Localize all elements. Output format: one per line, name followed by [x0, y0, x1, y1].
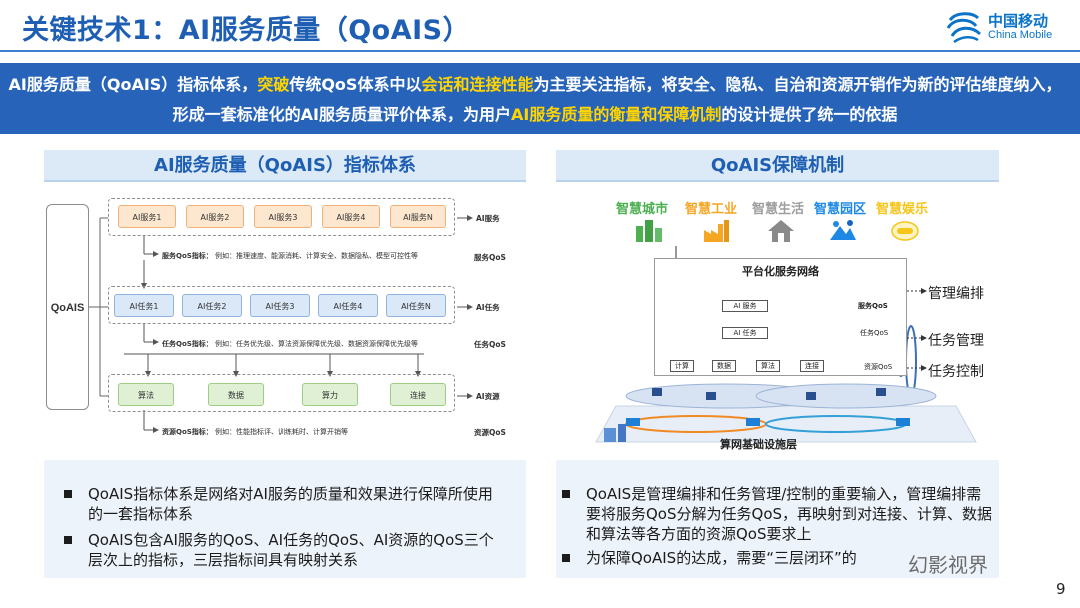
banner-text-3: 为主要关注指标，将安全、隐私、自治和资源开销作为新的评估维度纳入，形成一套标准化… [172, 75, 1062, 124]
qoais-root-box: QoAIS [46, 204, 89, 410]
left-bullet-2-text: QoAIS包含AI服务的QoS、AI任务的QoS、AI资源的QoS三个层次上的指… [88, 531, 494, 569]
logo-english-text: China Mobile [988, 29, 1053, 41]
diagram-connectors [89, 215, 473, 433]
resource-algorithm-box: 算法 [756, 360, 780, 372]
infrastructure-layer-title: 算网基础设施层 [720, 438, 797, 451]
scene-smart-life: 智慧生活 [752, 198, 804, 217]
banner-highlight-1: 突破 [257, 75, 290, 94]
scene-smart-entertainment: 智慧娱乐 [876, 198, 928, 217]
watermark-text: 幻影视界 [908, 553, 988, 577]
summary-banner: AI服务质量（QoAIS）指标体系，突破传统QoS体系中以会话和连接性能为主要关… [0, 63, 1080, 134]
page-number: 9 [1056, 580, 1066, 598]
right-bullet-1: QoAIS是管理编排和任务管理/控制的重要输入，管理编排需要将服务QoS分解为任… [562, 484, 992, 544]
vr-headset-icon [891, 221, 919, 241]
platform-title: 平台化服务网络 [742, 265, 819, 278]
resource-algorithm: 算法 [118, 383, 174, 406]
resource-qos-title: 资源QoS指标： [162, 428, 213, 436]
ai-resource-label: AI资源 [476, 392, 500, 401]
china-mobile-logo-icon [946, 12, 982, 44]
right-bullet-2: 为保障QoAIS的达成，需要“三层闭环”的 [562, 548, 992, 568]
service-qos-label: 服务QoS [474, 253, 506, 262]
left-panel-title: AI服务质量（QoAIS）指标体系 [44, 150, 526, 182]
right-bullet-2-text: 为保障QoAIS的达成，需要“三层闭环”的 [586, 549, 857, 567]
ai-task-n: AI任务N [386, 294, 446, 317]
resource-connection: 连接 [390, 383, 446, 406]
left-bullet-1: QoAIS指标体系是网络对AI服务的质量和效果进行保障所使用的一套指标体系 [64, 484, 504, 524]
ai-service-4: AI服务4 [322, 205, 380, 228]
logo-chinese-text: 中国移动 [988, 12, 1049, 30]
banner-highlight-2: 会话和连接性能 [421, 75, 534, 94]
page-title: 关键技术1：AI服务质量（QoAIS） [22, 15, 471, 46]
resource-compute-box: 计算 [670, 360, 694, 372]
task-layer [108, 286, 455, 324]
ai-service-1: AI服务1 [118, 205, 176, 228]
task-qos-tag: 任务QoS [860, 329, 889, 337]
banner-highlight-3: AI服务质量的衡量和保障机制 [510, 105, 722, 124]
resource-data-box: 数据 [712, 360, 736, 372]
bullet-marker [562, 554, 570, 562]
ai-task-1: AI任务1 [114, 294, 174, 317]
resource-qos-label: 资源QoS [474, 428, 506, 437]
house-icon [768, 220, 794, 242]
bullet-marker [64, 536, 72, 544]
banner-text-1: AI服务质量（QoAIS）指标体系， [8, 75, 258, 94]
title-divider [0, 50, 1080, 52]
scene-smart-city-label: 智慧城市 [616, 202, 669, 217]
ai-service-2: AI服务2 [186, 205, 244, 228]
service-qos-metrics: 服务QoS指标： 例如：推理速度、能源消耗、计算安全、数据隐私、模型可控性等 [162, 251, 418, 261]
bullet-marker [64, 490, 72, 498]
ai-service-n: AI服务N [390, 205, 446, 228]
city-buildings-icon [636, 220, 662, 242]
left-bullet-1-text: QoAIS指标体系是网络对AI服务的质量和效果进行保障所使用的一套指标体系 [88, 485, 493, 523]
resource-qos-metrics: 资源QoS指标： 例如：性能指标评、训练耗时、计算开销等 [162, 427, 348, 437]
resource-layer [108, 374, 455, 412]
ai-service-label: AI服务 [476, 214, 500, 223]
park-icon [830, 220, 856, 240]
scene-smart-life-label: 智慧生活 [752, 202, 805, 217]
service-layer [108, 198, 455, 236]
resource-qos-tag: 资源QoS [864, 363, 893, 371]
task-qos-text: 例如：任务优先级、算法资源保障优先级、数据资源保障优先级等 [215, 340, 419, 348]
resource-compute: 算力 [302, 383, 358, 406]
left-bullet-list: QoAIS指标体系是网络对AI服务的质量和效果进行保障所使用的一套指标体系 Qo… [44, 460, 526, 578]
scene-smart-city: 智慧城市 [616, 198, 668, 217]
task-control-label: 任务控制 [928, 364, 984, 380]
left-bullet-2: QoAIS包含AI服务的QoS、AI任务的QoS、AI资源的QoS三个层次上的指… [64, 530, 504, 570]
scene-smart-industry: 智慧工业 [685, 198, 737, 217]
ai-service-box: AI 服务 [722, 300, 768, 312]
resource-connection-box: 连接 [800, 360, 824, 372]
service-qos-text: 例如：推理速度、能源消耗、计算安全、数据隐私、模型可控性等 [215, 252, 419, 260]
right-bullet-list: QoAIS是管理编排和任务管理/控制的重要输入，管理编排需要将服务QoS分解为任… [556, 460, 999, 578]
service-network-platform: 平台化服务网络 [654, 258, 907, 376]
scene-smart-park: 智慧园区 [814, 198, 866, 217]
banner-text-2: 传统QoS体系中以 [289, 75, 422, 94]
right-bullet-1-text: QoAIS是管理编排和任务管理/控制的重要输入，管理编排需要将服务QoS分解为任… [586, 485, 993, 543]
ai-task-label: AI任务 [476, 303, 500, 312]
ai-task-4: AI任务4 [318, 294, 378, 317]
task-management-label: 任务管理 [928, 333, 984, 349]
banner-text-4: 的设计提供了统一的依据 [721, 105, 898, 124]
bullet-marker [562, 490, 570, 498]
task-qos-title: 任务QoS指标： [162, 340, 213, 348]
ai-task-box: AI 任务 [722, 327, 768, 339]
service-qos-title: 服务QoS指标： [162, 252, 213, 260]
scene-smart-park-label: 智慧园区 [814, 202, 867, 217]
factory-icon [704, 220, 729, 242]
task-qos-metrics: 任务QoS指标： 例如：任务优先级、算法资源保障优先级、数据资源保障优先级等 [162, 339, 418, 349]
scene-smart-industry-label: 智慧工业 [685, 202, 738, 217]
china-mobile-logo: 中国移动 China Mobile [946, 10, 1066, 44]
mgmt-orchestration-label: 管理编排 [928, 286, 984, 302]
right-panel-title: QoAIS保障机制 [556, 150, 999, 182]
resource-qos-text: 例如：性能指标评、训练耗时、计算开销等 [215, 428, 349, 436]
right-diagram-connectors [595, 246, 977, 443]
scene-smart-entertainment-label: 智慧娱乐 [876, 202, 929, 217]
qoais-guarantee-diagram: 智慧城市 智慧工业 智慧生活 智慧园区 智慧娱乐 [556, 196, 1080, 452]
service-qos-tag: 服务QoS [858, 302, 888, 310]
ai-task-2: AI任务2 [182, 294, 242, 317]
qoais-indicator-diagram: QoAIS AI服务1 AI服务2 AI服务3 AI服务4 AI服务N AI服务… [44, 196, 526, 446]
ai-task-3: AI任务3 [250, 294, 310, 317]
ai-service-3: AI服务3 [254, 205, 312, 228]
task-qos-label: 任务QoS [474, 340, 506, 349]
resource-data: 数据 [208, 383, 264, 406]
